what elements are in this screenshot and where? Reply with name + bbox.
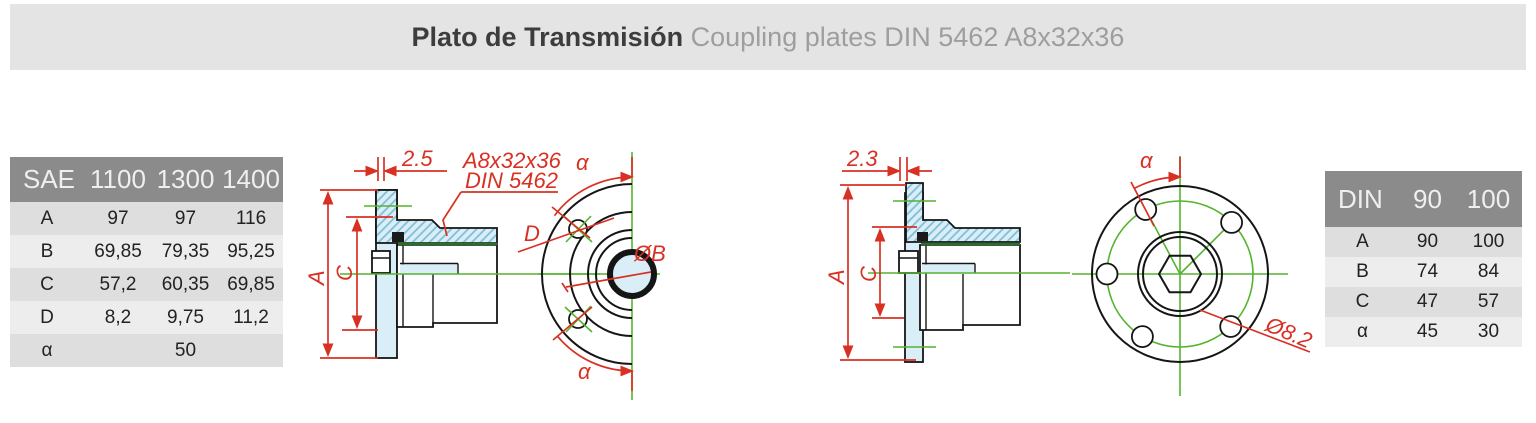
bore-highlight [922,264,974,273]
sae-dimensions-table: SAE 1100 1300 1400 A 97 97 116 B 69,85 7… [10,157,283,367]
alpha-label-bottom: α [578,359,592,384]
table-row: C 47 57 [1325,287,1522,317]
clamp-detail [898,250,919,274]
clamp-detail [371,250,391,274]
din-front-view: α Ø8.2 [1072,148,1316,396]
value-cell: 9,75 [167,306,204,328]
hole-dia-label: Ø8.2 [1261,311,1316,353]
sae-table-header: SAE 1100 1300 1400 [10,157,283,202]
dim-c-label: C [856,266,881,282]
bolt-hole [1131,325,1154,349]
spline-standard-label: DIN 5462 [465,168,558,193]
flange-outline [1091,185,1269,363]
row-label: B [40,240,54,262]
din-dimensions-table: DIN 90 100 A 90 100 B 74 84 C 47 57 α 45… [1325,171,1522,347]
sae-header-cell: SAE [23,164,76,194]
bore-highlight [400,264,457,274]
din-header-cell: 90 [1413,183,1442,214]
dim-thickness-label: 2.5 [401,146,433,171]
dim-thickness-label: 2.3 [846,146,878,171]
value-cell: 84 [1477,261,1500,282]
table-row: α 45 30 [1325,317,1522,347]
hole-dia-leader [1199,309,1311,353]
callout-leader [442,191,462,237]
seal-detail [392,232,404,242]
value-cell: 30 [1477,321,1500,342]
row-label: C [1355,291,1370,312]
sae-header-cell: 1400 [222,164,280,194]
value-cell: 60,35 [161,273,210,295]
value-cell: 69,85 [227,273,275,295]
value-cell: 8,2 [104,306,132,328]
row-label: D [40,306,54,328]
value-cell: 57,2 [99,273,137,295]
table-row: A 90 100 [1325,227,1522,257]
value-cell: 74 [1416,261,1439,282]
value-cell: 45 [1416,321,1439,342]
sae-front-view: α α D ØB [517,150,666,400]
value-cell: 79,35 [161,240,210,262]
table-row: A 97 97 116 [10,202,283,235]
alpha-label-top: α [576,150,590,175]
bore-dim-label: ØB [633,241,666,266]
value-cell: 47 [1416,291,1439,312]
row-label: α [41,339,53,361]
bolt-hole [1220,210,1243,234]
hole-dim-label: D [524,221,540,246]
din-header-cell: DIN [1338,183,1383,214]
value-cell: 11,2 [233,306,269,328]
hatched-section [905,182,1021,243]
value-cell: 50 [174,339,197,361]
value-cell: 57 [1477,291,1500,312]
flange-outline-arc [541,183,633,365]
sae-header-cell: 1100 [90,164,146,194]
din-header-cell: 100 [1466,183,1511,214]
alpha-arc [1134,171,1183,190]
alpha-arc-bottom [557,335,635,377]
row-label: A [1356,231,1369,252]
bolt-hole [1095,262,1119,286]
value-cell: 90 [1416,231,1439,252]
table-row: α 50 [10,334,283,367]
hub-body [396,244,498,328]
hex-bore [1157,254,1203,294]
row-label: α [1357,321,1368,342]
value-cell: 97 [107,207,129,229]
table-row: B 69,85 79,35 95,25 [10,235,283,268]
center-bore [607,249,657,299]
table-row: B 74 84 [1325,257,1522,287]
dim-c-label: C [332,265,357,281]
value-cell: 69,85 [94,240,142,262]
alpha-label: α [1140,148,1154,173]
hub-body [919,244,1021,331]
alpha-arc-top [553,171,635,217]
page-title-english: Coupling plates DIN 5462 A8x32x36 [690,21,1125,52]
value-cell: 100 [1472,231,1505,252]
seal-detail [917,232,928,241]
row-label: A [40,207,54,229]
row-label: C [40,273,54,295]
value-cell: 97 [174,207,197,229]
value-cell: 95,25 [227,240,275,262]
din-side-section-view: A C 2.3 [824,146,1070,363]
value-cell: 116 [235,207,267,229]
table-row: D 8,2 9,75 11,2 [10,301,283,334]
sae-header-cell: 1300 [156,164,215,194]
sae-side-section-view: A C 2.5 A8x32x36 DIN 5462 [304,146,600,359]
din-table-header: DIN 90 100 [1325,171,1522,227]
hub-circle-inner [1142,236,1218,312]
dim-a-label: A [824,269,849,286]
dim-a-label: A [304,270,329,287]
hole-dim-leader [517,217,615,253]
spline-spec-label: A8x32x36 [461,148,562,173]
hub-circle-outer [1137,231,1223,317]
title-bar: Plato de Transmisión Coupling plates DIN… [10,4,1526,70]
bore-dim-line [565,271,652,288]
page-title-spanish: Plato de Transmisión [411,21,684,52]
row-label: B [1356,261,1369,282]
table-row: C 57,2 60,35 69,85 [10,268,283,301]
